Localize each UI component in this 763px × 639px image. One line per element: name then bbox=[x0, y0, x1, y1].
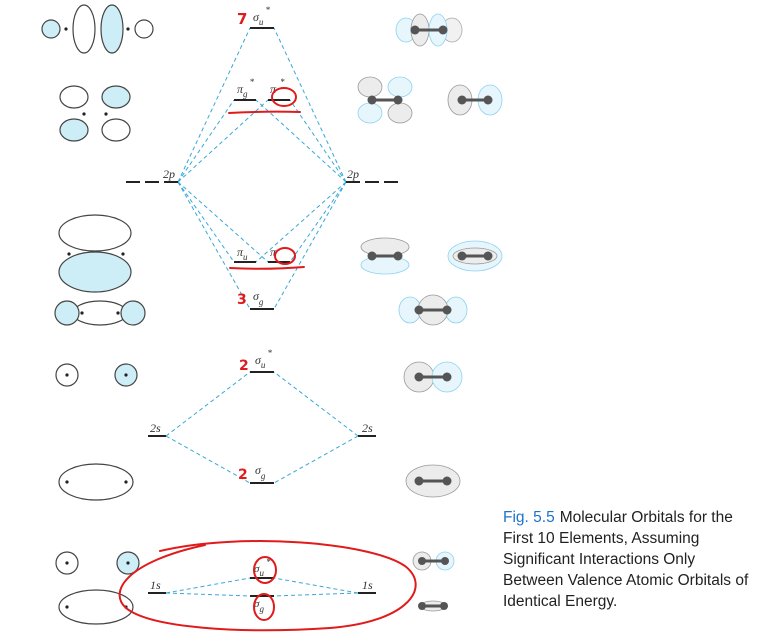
sketch-pi-u bbox=[58, 214, 132, 293]
render-sigma-u-star-2s bbox=[403, 361, 463, 393]
mo-label-sigma-u-star-1s: σu* bbox=[254, 557, 271, 578]
label-right-1s: 1s bbox=[362, 578, 373, 592]
correlation-lines bbox=[165, 27, 359, 597]
handwritten-annotations bbox=[118, 87, 417, 632]
render-sigma-u-star-1s bbox=[412, 551, 455, 571]
atomic-levels bbox=[126, 181, 398, 594]
handwritten-numbers: 7 3 2 2 bbox=[237, 10, 249, 483]
sketch-sigma-g-1s bbox=[58, 589, 134, 625]
mo-label-pi-g-star-b: π* bbox=[270, 77, 285, 96]
mo-label-sigma-g-2p: σg bbox=[253, 289, 264, 307]
orbital-renderings bbox=[357, 13, 503, 612]
label-right-2p: 2p bbox=[347, 167, 359, 181]
label-left-1s: 1s bbox=[150, 578, 161, 592]
render-sigma-g-2s bbox=[405, 464, 461, 498]
sketch-sigma-g-2p bbox=[54, 300, 146, 326]
render-sigma-u-star-2p bbox=[395, 13, 463, 47]
circle-sigma-u-star-1s bbox=[253, 556, 277, 584]
render-sigma-g-2p bbox=[398, 294, 468, 326]
annotation-sigma-u-star-2p: 7 bbox=[237, 10, 247, 28]
render-pi-u-a bbox=[360, 237, 410, 275]
sketch-sigma-u-star-2s bbox=[55, 363, 138, 387]
mo-label-sigma-u-star-2s: σu* bbox=[255, 348, 272, 370]
mo-label-sigma-g-1s: σg bbox=[254, 598, 264, 614]
render-pi-g-star-b bbox=[447, 84, 503, 116]
circle-pi-g-star bbox=[271, 87, 297, 107]
sketch-sigma-g-2s bbox=[58, 463, 134, 501]
label-left-2p: 2p bbox=[163, 167, 175, 181]
render-sigma-g-1s bbox=[418, 600, 448, 612]
sketch-sigma-u-star-1s bbox=[55, 551, 140, 575]
mo-label-pi-u-b: π bbox=[270, 245, 277, 259]
annotation-sigma-g-2s: 2 bbox=[238, 467, 248, 483]
circle-pi-u bbox=[274, 247, 296, 265]
sketch-sigma-u-star-2p bbox=[41, 4, 154, 54]
annotation-sigma-g-2p: 3 bbox=[237, 292, 247, 308]
mo-label-pi-u-a: πu bbox=[237, 245, 248, 262]
render-pi-u-b bbox=[447, 240, 503, 272]
circle-sigma-g-1s bbox=[253, 593, 275, 621]
annotation-sigma-u-star-2s: 2 bbox=[239, 358, 249, 374]
sketch-pi-g-star bbox=[59, 85, 131, 142]
render-pi-g-star-a bbox=[357, 76, 413, 124]
atomic-labels: 2p 2p 2s 2s 1s 1s bbox=[150, 167, 373, 592]
mo-label-sigma-u-star-2p: σu* bbox=[253, 5, 270, 27]
figure-caption-text: Molecular Orbitals for the First 10 Elem… bbox=[503, 509, 749, 610]
mo-labels: σu* πg* π* πu π σg σu* σg σu* σg bbox=[237, 5, 285, 614]
underline-pi-g-star bbox=[228, 110, 301, 114]
label-left-2s: 2s bbox=[150, 421, 161, 435]
orbital-sketches bbox=[41, 4, 154, 625]
label-right-2s: 2s bbox=[362, 421, 373, 435]
mo-label-pi-g-star-a: πg* bbox=[237, 77, 255, 99]
figure-number: Fig. 5.5 bbox=[503, 509, 555, 526]
mo-label-sigma-g-2s: σg bbox=[255, 463, 266, 481]
underline-pi-u bbox=[229, 266, 305, 270]
loop-1s-region bbox=[118, 540, 417, 632]
